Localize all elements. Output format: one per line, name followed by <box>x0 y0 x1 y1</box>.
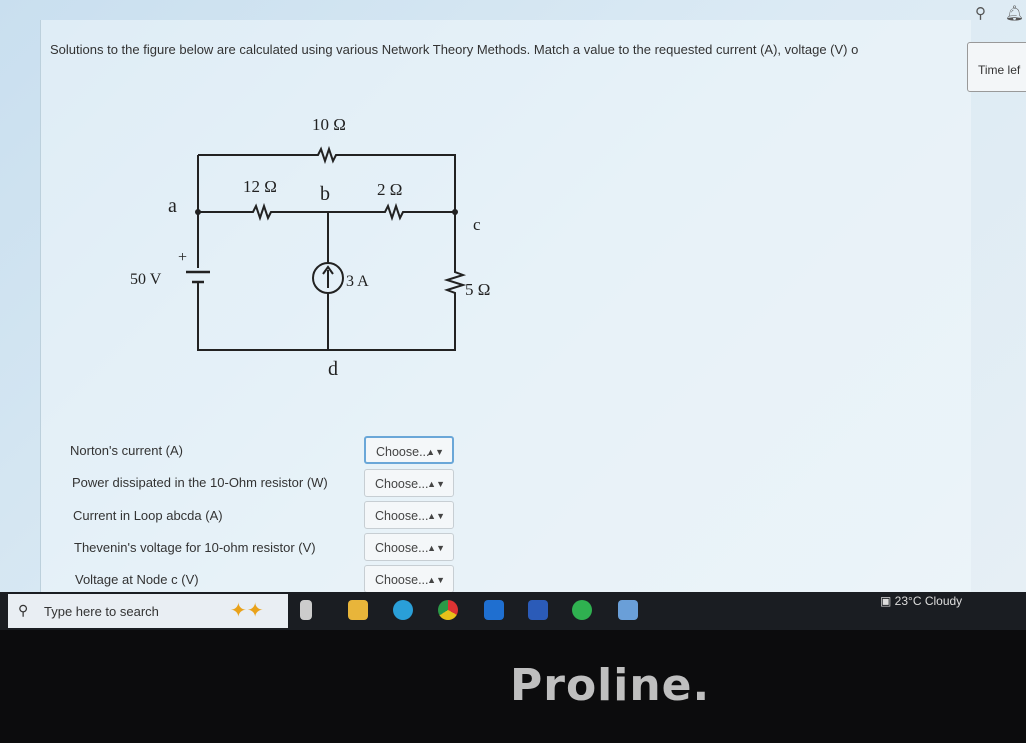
row-label: Current in Loop abcda (A) <box>73 508 223 523</box>
node-a: a <box>168 195 177 217</box>
select-nortons-current[interactable]: Choose...▲▼ <box>364 436 454 464</box>
timer-label: Time lef <box>978 63 1021 77</box>
select-loop-current[interactable]: Choose...▲▼ <box>364 501 454 529</box>
node-d: d <box>328 358 338 380</box>
row-label: Power dissipated in the 10-Ohm resistor … <box>72 475 328 490</box>
chevron-updown-icon: ▲▼ <box>427 511 445 521</box>
remote-desktop-icon[interactable] <box>618 600 638 620</box>
chevron-updown-icon: ▲▼ <box>426 447 444 457</box>
search-placeholder: Type here to search <box>44 604 159 619</box>
weather-widget[interactable]: ▣ 23°C Cloudy <box>880 594 962 608</box>
quiz-content <box>40 20 971 592</box>
monitor-bezel: Proline. <box>0 630 1026 743</box>
select-power-10-ohm[interactable]: Choose...▲▼ <box>364 469 454 497</box>
select-voltage-node-c[interactable]: Choose...▲▼ <box>364 565 454 593</box>
node-c: c <box>473 215 481 234</box>
chevron-updown-icon: ▲▼ <box>427 479 445 489</box>
row-label: Norton's current (A) <box>70 443 184 458</box>
chevron-updown-icon: ▲▼ <box>427 575 445 585</box>
taskbar: ⚲ Type here to search ✦✦ ▣ 23°C Cloudy <box>0 592 1026 630</box>
weather-text: 23°C Cloudy <box>894 594 963 608</box>
timer-box: Time lef <box>967 42 1026 92</box>
chrome-icon[interactable] <box>438 600 458 620</box>
select-thevenin-voltage[interactable]: Choose...▲▼ <box>364 533 454 561</box>
taskbar-search[interactable]: ⚲ Type here to search ✦✦ <box>8 594 288 628</box>
search-icon: ⚲ <box>18 602 29 618</box>
word-icon[interactable] <box>528 600 548 620</box>
question-text: Solutions to the figure below are calcul… <box>50 42 859 57</box>
node-b: b <box>320 183 330 205</box>
outlook-icon[interactable] <box>484 600 504 620</box>
label-50v: 50 V <box>130 271 162 288</box>
label-5-ohm: 5 Ω <box>465 280 490 299</box>
chevron-updown-icon: ▲▼ <box>427 543 445 553</box>
bell-icon[interactable]: 🔔︎ <box>1005 5 1025 22</box>
weather-icon: ▣ <box>880 594 895 608</box>
row-label: Voltage at Node c (V) <box>75 572 199 587</box>
row-label: Thevenin's voltage for 10-ohm resistor (… <box>74 540 316 555</box>
label-3a: 3 A <box>346 273 369 290</box>
file-explorer-icon[interactable] <box>348 600 368 620</box>
task-view-icon[interactable] <box>300 600 312 620</box>
search-icon[interactable]: ⚲ <box>975 5 986 22</box>
label-plus: + <box>178 249 187 266</box>
label-10-ohm: 10 Ω <box>312 115 346 134</box>
edge-icon[interactable] <box>393 600 413 620</box>
label-12-ohm: 12 Ω <box>243 177 277 196</box>
sparkle-icon: ✦✦ <box>230 600 264 622</box>
brand-logo: Proline. <box>510 660 711 711</box>
label-2-ohm: 2 Ω <box>377 180 402 199</box>
circuit-diagram: 10 Ω 12 Ω 2 Ω 5 Ω 50 V + 3 A a b c d <box>130 115 490 380</box>
whatsapp-icon[interactable] <box>572 600 592 620</box>
browser-page: ⚲ 🔔︎ Solutions to the figure below are c… <box>0 0 1026 593</box>
